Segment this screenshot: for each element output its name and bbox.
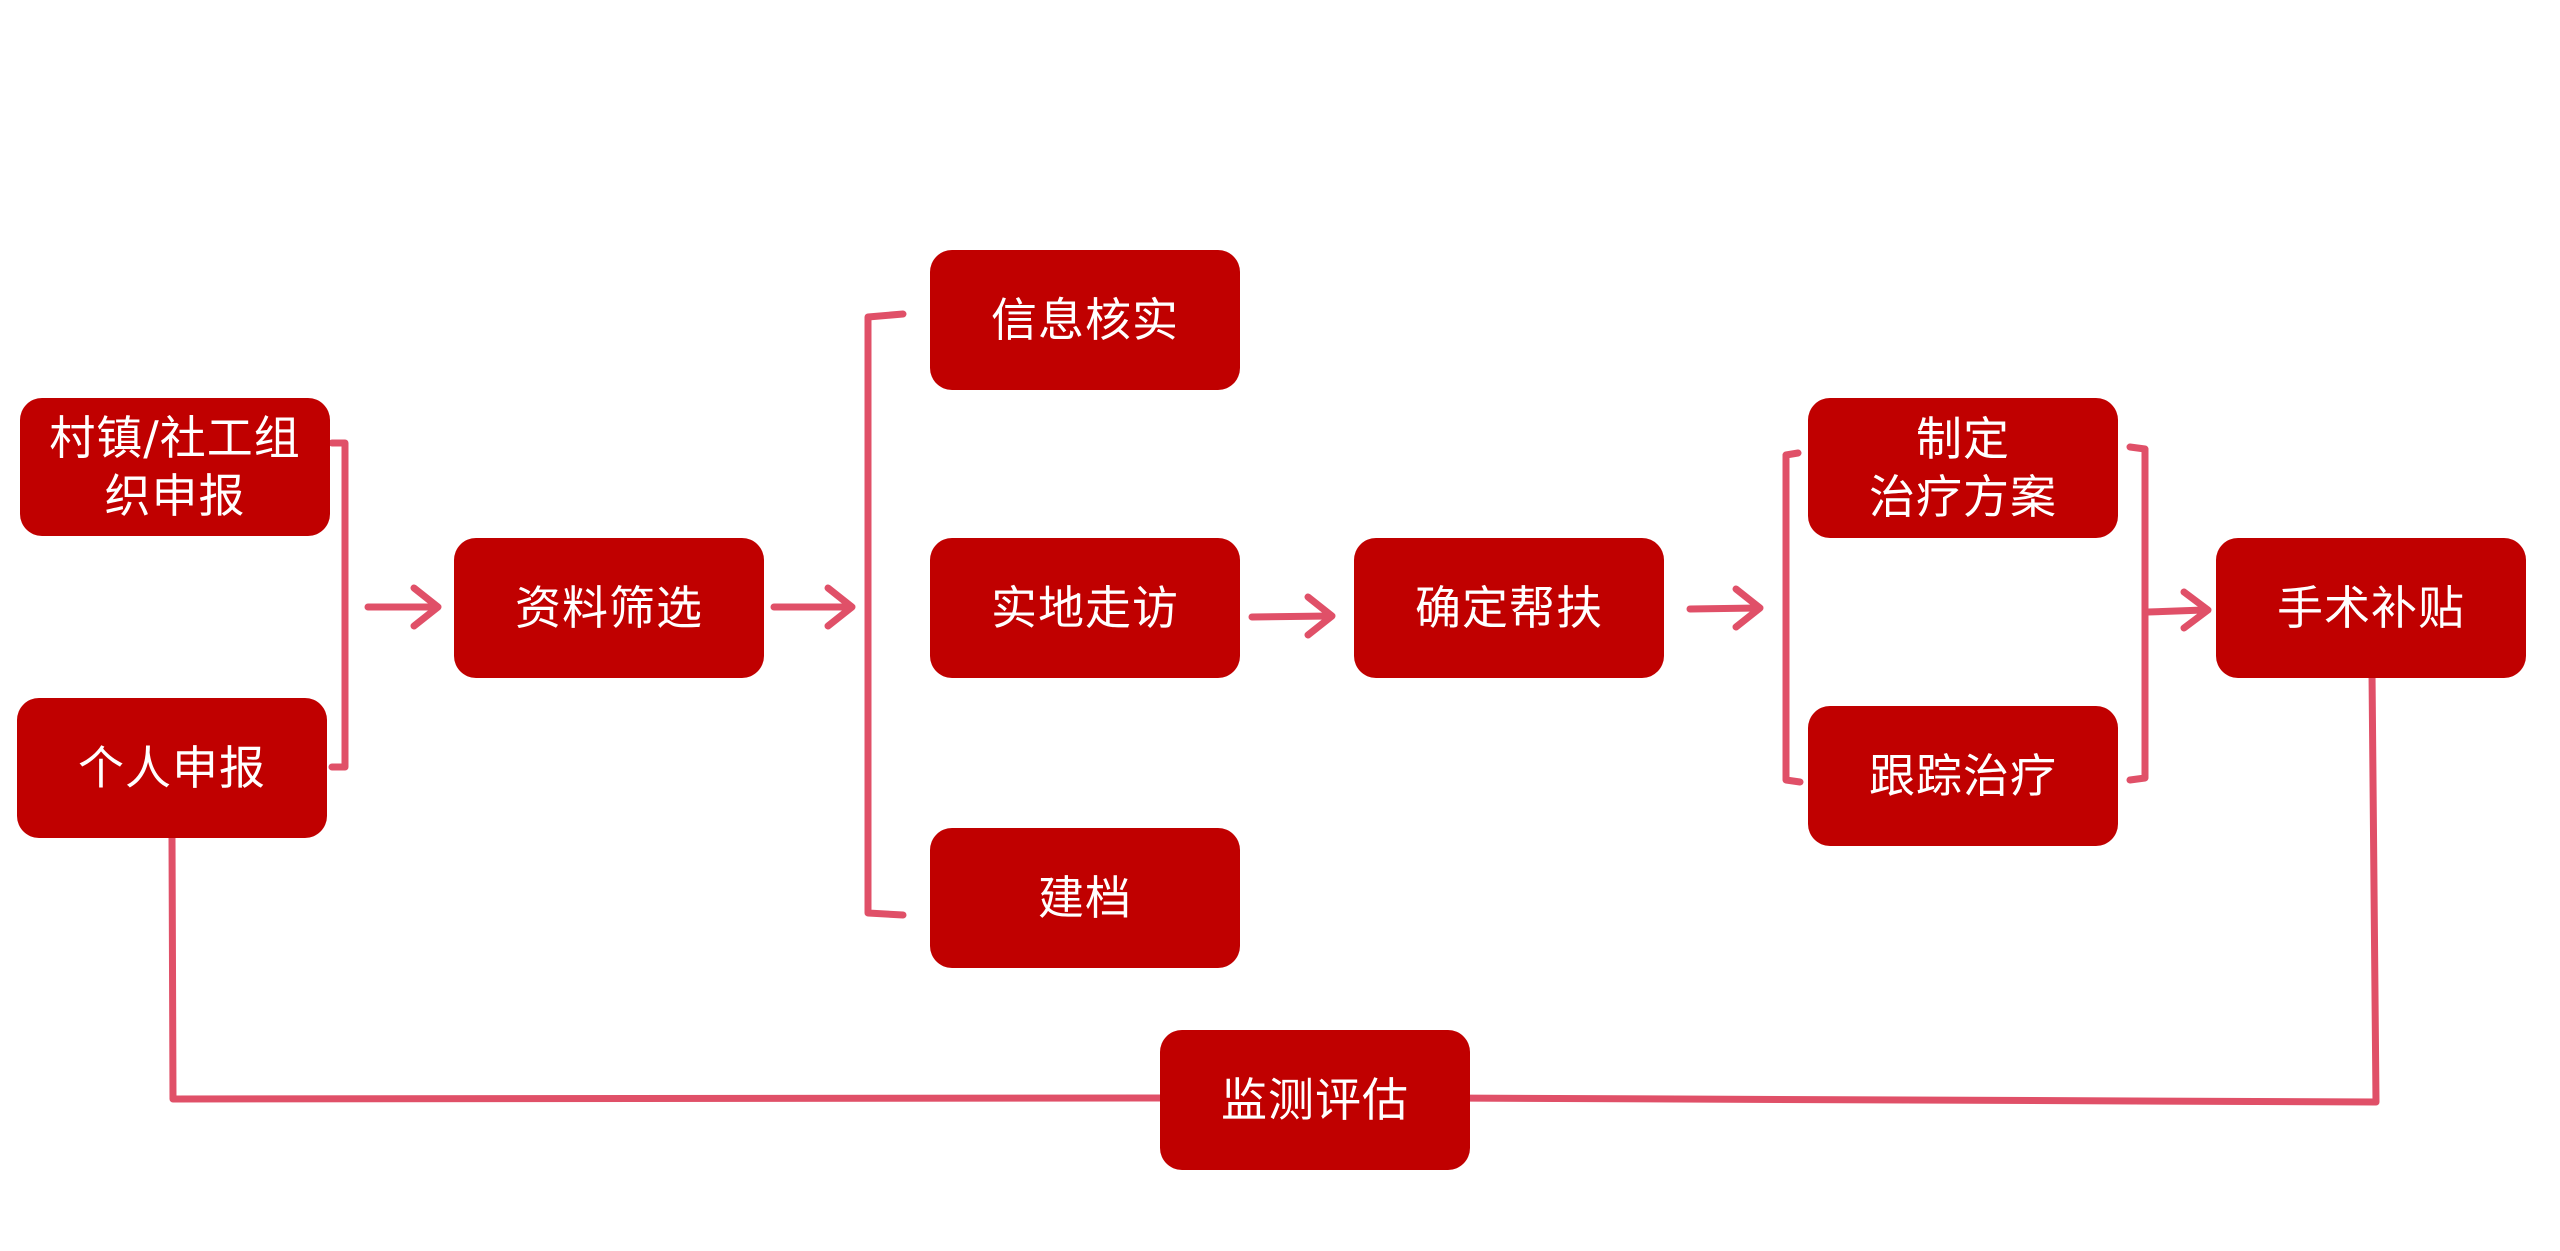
node-personal-report-label: 个人申报 <box>78 741 266 795</box>
node-personal-report[interactable]: 个人申报 <box>17 698 327 838</box>
node-follow-treatment-label: 跟踪治疗 <box>1869 749 2057 803</box>
node-treatment-plan[interactable]: 制定 治疗方案 <box>1808 398 2118 538</box>
node-confirm-aid[interactable]: 确定帮扶 <box>1354 538 1664 678</box>
node-archive-label: 建档 <box>1038 871 1132 925</box>
node-info-verify-label: 信息核实 <box>991 293 1179 347</box>
loop-left <box>168 833 1164 1103</box>
bracket-reports <box>328 439 349 771</box>
arrow-from-screening <box>770 584 856 630</box>
node-material-screening-label: 资料筛选 <box>515 581 703 635</box>
loop-right <box>1436 668 2380 1106</box>
bracket-treatment-left <box>1782 449 1804 786</box>
arrow-to-treatment <box>1686 585 1764 631</box>
bracket-treatment-right <box>2126 443 2149 784</box>
bracket-verification <box>864 310 907 919</box>
node-material-screening[interactable]: 资料筛选 <box>454 538 764 678</box>
node-field-visit-label: 实地走访 <box>991 581 1179 635</box>
arrow-to-subsidy <box>2144 588 2212 632</box>
node-confirm-aid-label: 确定帮扶 <box>1415 581 1603 635</box>
node-treatment-plan-label: 制定 治疗方案 <box>1869 412 2057 524</box>
node-monitor-eval[interactable]: 监测评估 <box>1160 1030 1470 1170</box>
node-field-visit[interactable]: 实地走访 <box>930 538 1240 678</box>
node-surgery-subsidy[interactable]: 手术补贴 <box>2216 538 2526 678</box>
node-archive[interactable]: 建档 <box>930 828 1240 968</box>
arrow-to-confirm-aid <box>1248 593 1336 639</box>
node-follow-treatment[interactable]: 跟踪治疗 <box>1808 706 2118 846</box>
node-surgery-subsidy-label: 手术补贴 <box>2277 581 2465 635</box>
arrow-to-screening <box>364 584 442 630</box>
node-village-report-label: 村镇/社工组 织申报 <box>49 411 301 523</box>
node-monitor-eval-label: 监测评估 <box>1221 1073 1409 1127</box>
node-village-report[interactable]: 村镇/社工组 织申报 <box>20 398 330 536</box>
node-info-verify[interactable]: 信息核实 <box>930 250 1240 390</box>
